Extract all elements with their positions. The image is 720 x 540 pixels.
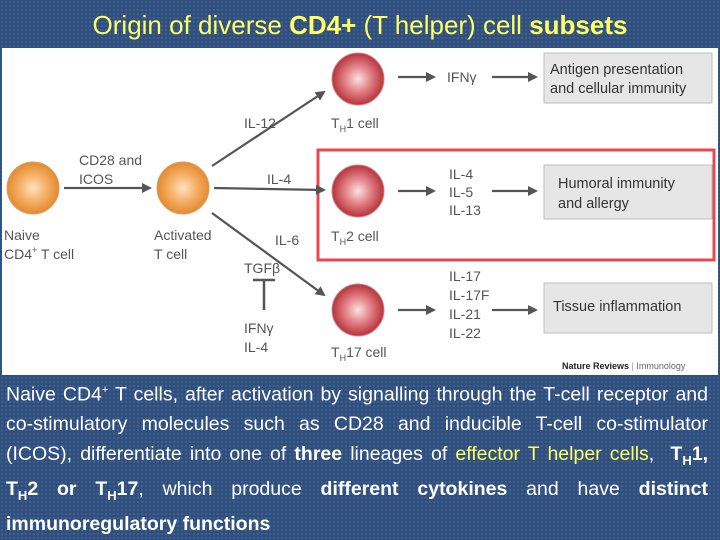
caption-bold: different cytokines <box>320 477 508 500</box>
caption-th1: T <box>670 442 683 465</box>
arrow-to-th1 <box>211 90 326 167</box>
th2-cytokine-1: IL-4 <box>449 166 473 182</box>
naive-label-2: CD4+ T cell <box>4 245 74 262</box>
tgfb-label: TGFβ <box>244 260 280 276</box>
caption-th1-sub: H <box>682 452 692 468</box>
th1-cytokine: IFNγ <box>447 69 477 85</box>
activated-label-2: T cell <box>154 246 187 262</box>
caption-th17: T <box>95 477 108 500</box>
inhibitor-label-1: IFNγ <box>244 320 274 336</box>
diagram-svg: Naive CD4+ T cell CD28 and ICOS Activate… <box>4 52 716 371</box>
il6-label: IL-6 <box>275 232 299 248</box>
th17-cell <box>331 283 385 337</box>
costim-label-1: CD28 and <box>79 152 142 168</box>
title-part-2: CD4+ <box>289 10 357 40</box>
caption-part: , which produce <box>138 477 321 500</box>
diagram-figure: Naive CD4+ T cell CD28 and ICOS Activate… <box>2 48 718 375</box>
caption-bold: distinct immunoregulatory functions <box>6 477 708 536</box>
outcome-box-2 <box>543 164 713 220</box>
caption-part: , <box>648 442 671 465</box>
th2-cytokine-2: IL-5 <box>449 184 473 200</box>
caption-th2-rest: 2 or <box>27 477 96 500</box>
th17-cytokine-3: IL-21 <box>449 306 481 322</box>
caption-th2-sub: H <box>17 487 28 503</box>
slide-title: Origin of diverse CD4+ (T helper) cell s… <box>0 10 720 41</box>
caption-part: and have <box>507 477 639 500</box>
outcome-box-3-text: Tissue inflammation <box>553 299 681 315</box>
activated-label-1: Activated <box>154 227 212 243</box>
th2-highlight-box <box>316 148 716 262</box>
caption-th17-sub: H <box>107 487 117 503</box>
caption-highlight: effector T helper cells <box>455 442 649 465</box>
th17-cytokine-1: IL-17 <box>449 268 481 284</box>
th1-label: TH1 cell <box>331 115 379 134</box>
caption-text: Naive CD4+ T cells, after activation by … <box>6 376 708 540</box>
caption-th1-rest: 1, <box>691 442 708 465</box>
th17-cytokine-4: IL-22 <box>449 325 481 341</box>
naive-cell <box>6 161 60 215</box>
caption-part: Naive CD4 <box>6 383 102 406</box>
caption-sup: + <box>101 384 109 396</box>
th17-cytokine-2: IL-17F <box>449 287 489 303</box>
outcome-box-1 <box>543 52 713 104</box>
title-part-3: (T helper) cell <box>356 10 530 40</box>
caption-th2: T <box>6 477 18 500</box>
th2-cell <box>331 164 385 218</box>
journal-credit: Nature Reviews | Immunology <box>562 361 686 371</box>
caption-part: T cells, after activation by signalling … <box>6 383 708 465</box>
outcome-box-3 <box>543 282 713 334</box>
il4-label: IL-4 <box>267 171 291 187</box>
title-part-1: Origin of diverse <box>92 10 290 40</box>
outcome-box-2-line-2: and allergy <box>558 196 630 212</box>
outcome-box-2-line-1: Humoral immunity <box>558 176 676 192</box>
th17-label: TH17 cell <box>331 344 387 363</box>
arrow-to-th17 <box>211 212 326 297</box>
outcome-box-1-line-2: and cellular immunity <box>550 81 687 97</box>
th1-cell <box>331 52 385 106</box>
activated-cell <box>156 161 210 215</box>
arrow-to-th2 <box>213 184 326 195</box>
caption-part: lineages of <box>342 442 456 465</box>
costim-label-2: ICOS <box>79 171 113 187</box>
inhibitor-label-2: IL-4 <box>244 339 268 355</box>
caption-th17-rest: 17 <box>116 477 139 500</box>
caption-bold: three <box>294 442 343 465</box>
th2-label: TH2 cell <box>331 228 379 247</box>
il12-label: IL-12 <box>244 115 276 131</box>
th2-cytokine-3: IL-13 <box>449 202 481 218</box>
outcome-box-1-line-1: Antigen presentation <box>550 62 683 78</box>
naive-label-1: Naive <box>4 227 40 243</box>
title-part-4: subsets <box>529 10 628 40</box>
